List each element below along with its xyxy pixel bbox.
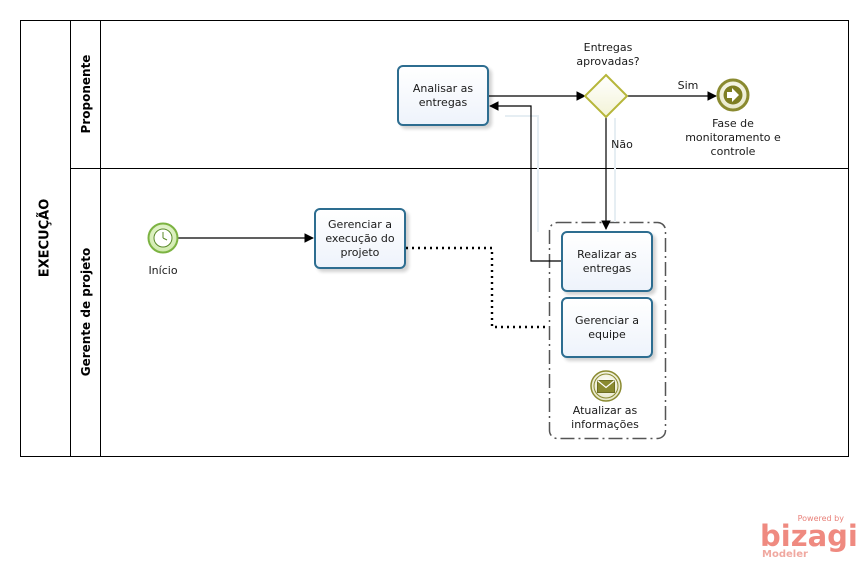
pool-label: EXECUÇÃO (37, 198, 53, 278)
association-dotted (406, 246, 549, 329)
start-event-label: Início (148, 264, 178, 277)
bizagi-logo: Powered by bizagi Modeler (760, 514, 858, 562)
lane-label-proponente: Proponente (79, 54, 93, 134)
logo-sub: Modeler (762, 549, 808, 560)
task-label: Analisar as entregas (412, 81, 474, 109)
ghost-connector (505, 115, 539, 232)
logo-powered-text: Powered by (797, 514, 844, 523)
end-link-event[interactable] (716, 78, 750, 112)
exclusive-gateway[interactable] (583, 73, 629, 119)
task-label: Gerenciar a equipe (575, 313, 639, 341)
message-event-label: Atualizar as informações (571, 404, 639, 431)
flow-label-sim: Sim (677, 79, 699, 92)
flow-label-nao: Não (611, 138, 633, 151)
message-event[interactable] (590, 370, 622, 402)
task-realizar-entregas[interactable]: Realizar as entregas (561, 231, 653, 292)
end-event-label: Fase de monitoramento e controle (685, 117, 781, 158)
flow-realizar-to-analisar (489, 101, 561, 262)
start-timer-event[interactable] (147, 222, 179, 254)
envelope-icon (597, 380, 615, 393)
task-gerenciar-execucao[interactable]: Gerenciar a execução do projeto (314, 208, 406, 269)
task-label: Realizar as entregas (577, 247, 637, 275)
logo-name: bizagi (760, 519, 858, 553)
pool-frame (20, 20, 849, 457)
task-gerenciar-equipe[interactable]: Gerenciar a equipe (561, 297, 653, 358)
task-analisar-entregas[interactable]: Analisar as entregas (397, 65, 489, 126)
gateway-label: Entregas aprovadas? (576, 41, 640, 68)
task-label: Gerenciar a execução do projeto (325, 217, 395, 259)
lane-label-gerente: Gerente de projeto (79, 247, 93, 377)
